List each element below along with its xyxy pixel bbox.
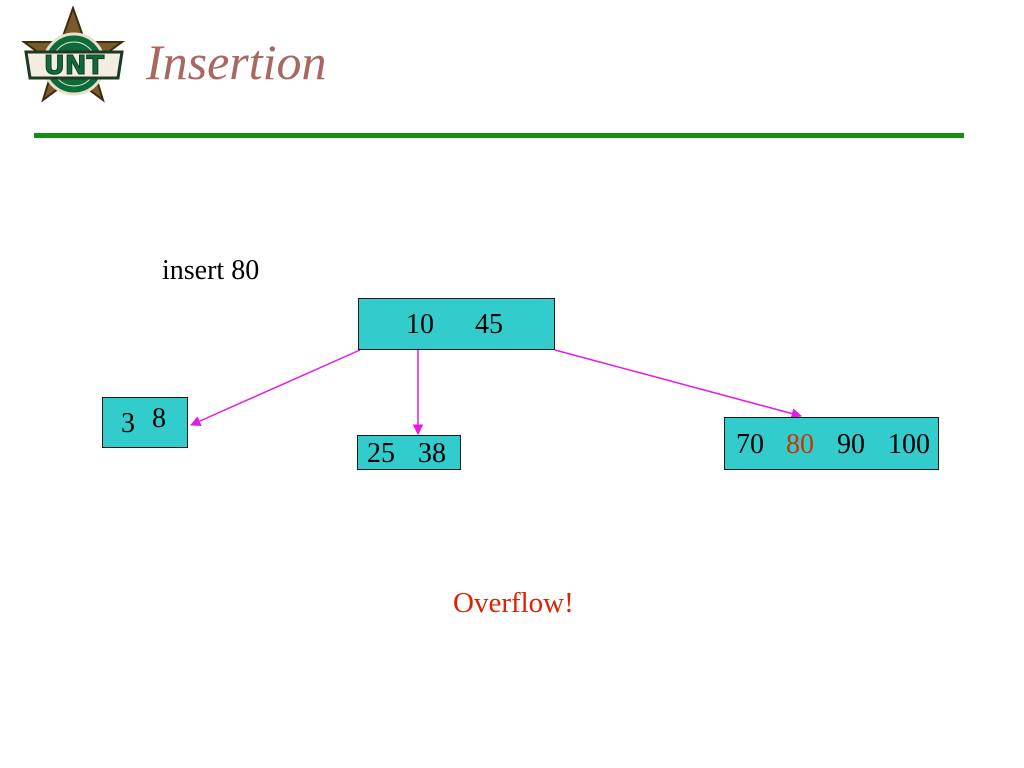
btree-left-child-node: 3 8 (102, 397, 188, 448)
operation-caption: insert 80 (162, 255, 260, 286)
unt-logo-icon: UNT (20, 6, 126, 103)
node-key: 38 (418, 438, 446, 469)
btree-root-node: 10 45 (358, 298, 555, 350)
node-key: 90 (837, 429, 865, 460)
btree-middle-child-node: 25 38 (357, 435, 461, 470)
overflow-message: Overflow! (453, 587, 574, 619)
title-divider (34, 133, 964, 138)
slide-title: Insertion (146, 34, 327, 90)
node-key: 45 (475, 309, 503, 340)
node-key: 3 (121, 408, 135, 439)
node-key: 10 (406, 309, 434, 340)
inserted-key: 80 (786, 429, 814, 460)
node-key: 70 (736, 429, 764, 460)
node-key: 100 (888, 429, 930, 460)
edge-root-left (190, 349, 361, 426)
edge-root-right (554, 349, 803, 419)
logo-letters: UNT (44, 51, 105, 81)
node-key: 25 (367, 438, 395, 469)
node-key: 8 (152, 403, 166, 434)
btree-right-child-node: 70 80 90 100 (724, 417, 939, 470)
